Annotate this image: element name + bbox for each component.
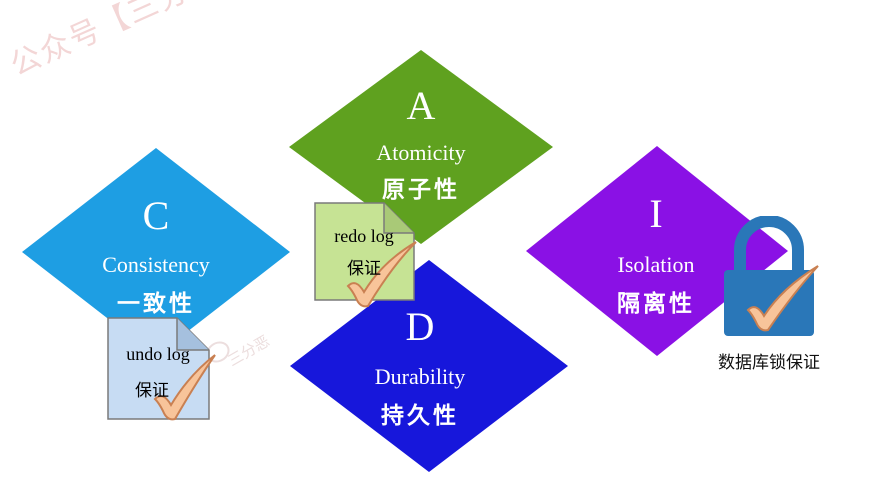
- isolation-chinese-label: 隔离性: [617, 291, 695, 317]
- watermark-center-text: 三分恶: [224, 331, 273, 370]
- undo-log-label: undo log: [126, 344, 190, 364]
- consistency-english-label: Consistency: [102, 252, 210, 277]
- durability-english-label: Durability: [374, 364, 466, 389]
- padlock-icon: [724, 216, 819, 336]
- lock-guarantee-caption: 数据库锁保证: [718, 353, 820, 373]
- isolation-english-label: Isolation: [617, 252, 695, 277]
- consistency-letter: C: [142, 193, 170, 238]
- undo-log-document-icon: [107, 317, 216, 421]
- atomicity-english-label: Atomicity: [376, 140, 466, 165]
- watermark-text: 公众号【三分恶】 ■: [5, 0, 292, 84]
- durability-chinese-label: 持久性: [381, 403, 459, 429]
- isolation-letter: I: [649, 191, 663, 236]
- redo-log-guarantee-label: 保证: [347, 259, 381, 279]
- consistency-chinese-label: 一致性: [117, 291, 195, 317]
- redo-log-label: redo log: [334, 226, 394, 246]
- atomicity-letter: A: [406, 83, 436, 128]
- durability-letter: D: [405, 304, 435, 349]
- undo-log-guarantee-label: 保证: [135, 381, 169, 401]
- check-icon: [153, 354, 216, 421]
- atomicity-chinese-label: 原子性: [382, 177, 460, 203]
- check-icon: [746, 265, 819, 332]
- check-icon: [346, 241, 417, 308]
- redo-log-document-icon: [314, 202, 417, 308]
